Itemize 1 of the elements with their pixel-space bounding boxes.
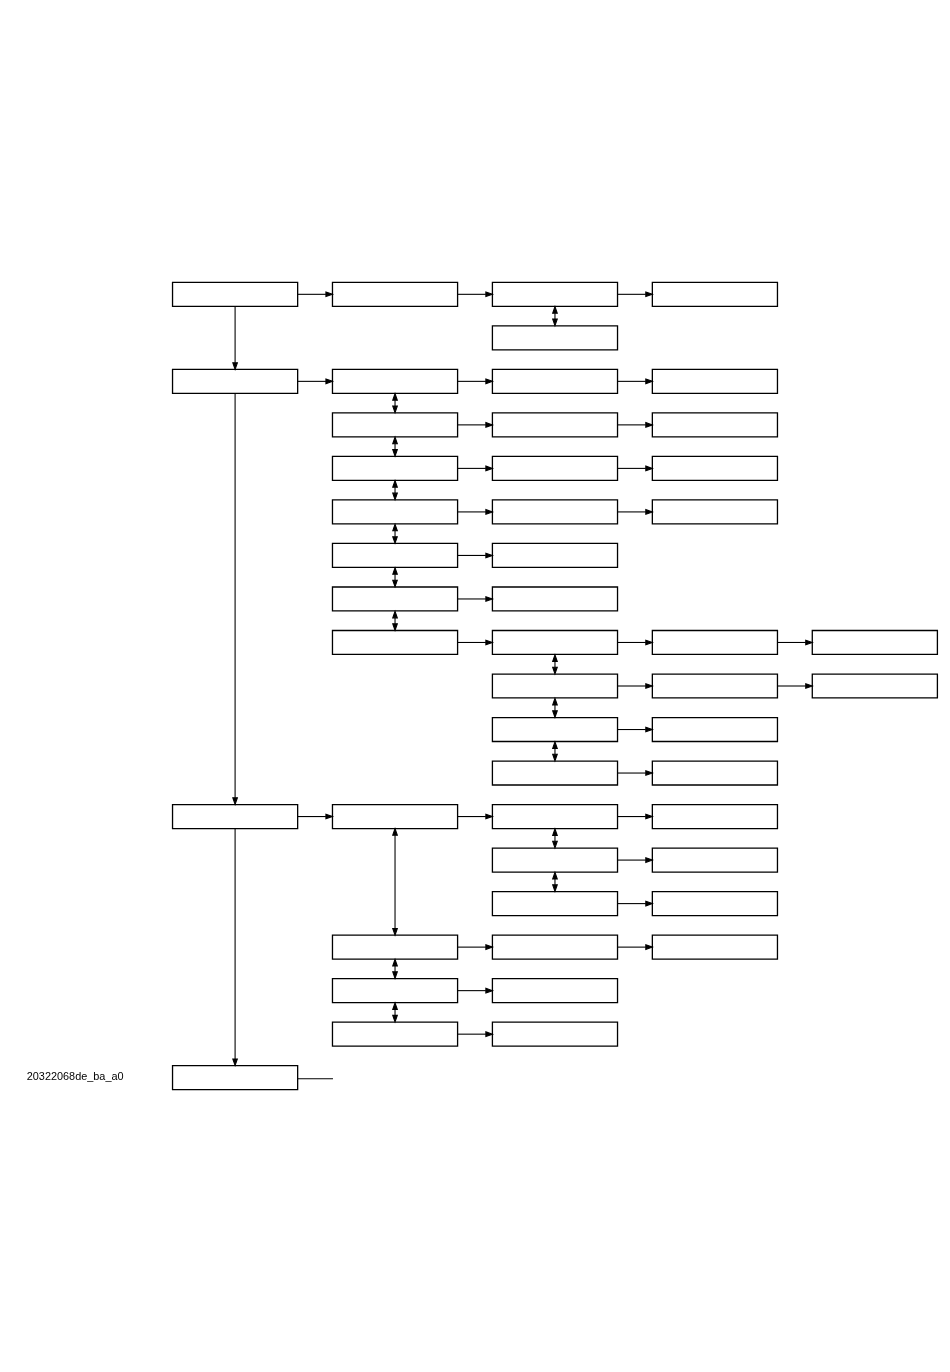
label: 20322068de_ba_a0 (26, 1070, 124, 1083)
